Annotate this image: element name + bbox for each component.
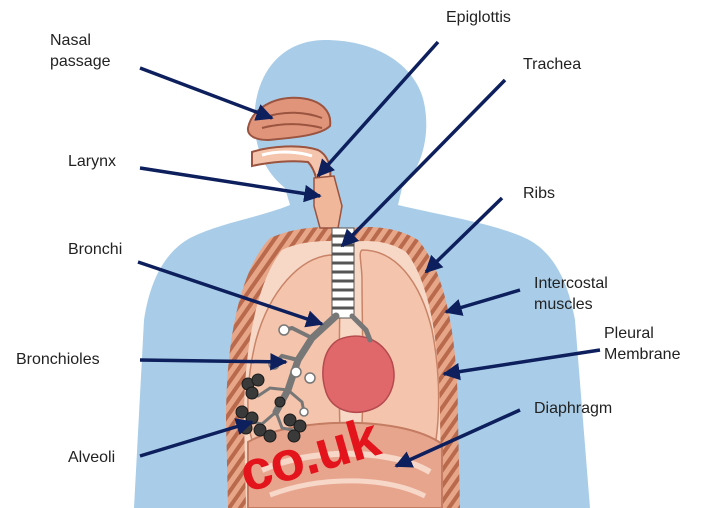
label-pleural-line2: Membrane [604,344,680,365]
heart [323,336,394,412]
label-bronchi: Bronchi [68,240,122,260]
arrow-nasal-passage [140,68,272,118]
label-nasal-passage: Nasal passage [50,30,111,72]
arrow-bronchioles [140,360,286,362]
trachea-tube [332,228,354,318]
label-pleural-line1: Pleural [604,323,680,344]
label-bronchioles: Bronchioles [16,350,100,370]
label-intercostal-muscles: Intercostal muscles [534,273,608,315]
label-pleural-membrane: Pleural Membrane [604,323,680,365]
label-nasal-line2: passage [50,51,111,72]
label-ribs: Ribs [523,184,555,204]
label-epiglottis: Epiglottis [446,8,511,28]
label-diaphragm: Diaphragm [534,399,612,419]
label-alveoli: Alveoli [68,448,115,468]
label-trachea: Trachea [523,55,581,75]
label-larynx: Larynx [68,152,116,172]
label-intercostal-line1: Intercostal [534,273,608,294]
label-nasal-line1: Nasal [50,30,111,51]
label-intercostal-line2: muscles [534,294,608,315]
